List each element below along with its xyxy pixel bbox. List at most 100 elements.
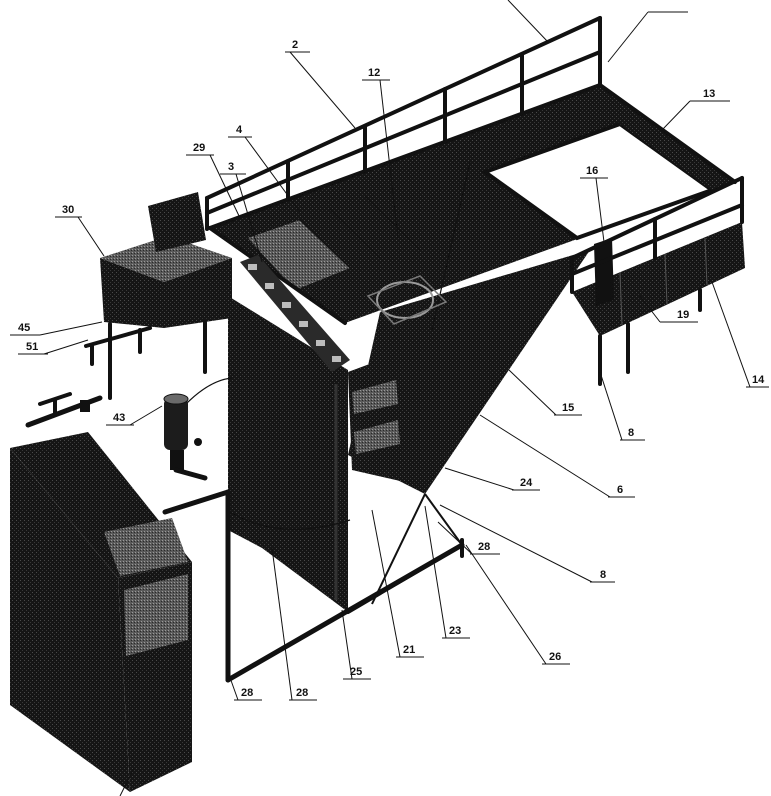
leader-line [599, 371, 623, 441]
callout-label: 45 [18, 322, 30, 334]
callout-3: 3 [220, 161, 263, 263]
dosing-box-top [100, 236, 232, 282]
callout-label: 23 [449, 625, 461, 637]
ladder-rung [248, 264, 257, 270]
callout-15: 15 [508, 369, 582, 416]
callout-label: 8 [600, 569, 606, 581]
leader-line [424, 505, 447, 639]
callout-label: 2 [292, 39, 298, 51]
valve-handle [38, 392, 72, 406]
leader-line [43, 339, 89, 355]
inlet-frame [366, 275, 448, 325]
callout-51: 51 [18, 339, 89, 355]
leader-line [479, 414, 611, 498]
leader-line [271, 547, 293, 701]
callout-2: 2 [285, 39, 356, 129]
leader-line [341, 609, 353, 680]
leader-line [595, 177, 605, 243]
callout-label: 13 [703, 88, 715, 100]
valve-body [80, 400, 90, 412]
pump-fitting [194, 438, 202, 446]
dosing-box-side [164, 258, 232, 328]
base-beam [346, 543, 464, 614]
callout-28-tank: 28 [271, 547, 317, 701]
callout-24: 24 [444, 467, 540, 491]
callout-4: 4 [228, 124, 301, 213]
callout-28-pipe: 28 [227, 671, 262, 701]
callout-26: 26 [465, 544, 570, 665]
callout-label: 51 [26, 341, 38, 353]
back-railing-mid [205, 50, 602, 215]
callout-label: 26 [549, 651, 561, 663]
leader-line [39, 321, 103, 336]
back-railing-top [205, 16, 602, 200]
compartment-divider [329, 208, 381, 259]
platform-edge-right [598, 83, 737, 184]
callout-43: 43 [106, 405, 163, 426]
leader-line [77, 216, 105, 257]
leader-line [607, 11, 649, 63]
platform-edge-back [208, 83, 602, 230]
leader-line [235, 173, 263, 263]
leader-line [437, 521, 473, 555]
leader-line [444, 467, 515, 491]
callout-label: 29 [193, 142, 205, 154]
compartment-divider [299, 219, 351, 269]
hopper-back-edge [431, 161, 471, 331]
discharge-chute [594, 238, 614, 306]
dosing-box-front [100, 258, 164, 328]
pump-body [164, 398, 188, 450]
platform-edge-left [208, 226, 347, 325]
side-box-panel [352, 380, 398, 414]
pump-hose [185, 377, 233, 405]
ladder-rung [332, 356, 341, 362]
compartment-panel [248, 220, 350, 290]
compartment-divider [364, 195, 421, 251]
feed-pipe [162, 489, 231, 515]
leader-line [508, 369, 557, 416]
callout-23: 23 [424, 505, 470, 639]
callout-label: 28 [241, 687, 253, 699]
walkway-grid [664, 253, 668, 305]
callout-30: 30 [55, 204, 105, 257]
callout-13: 13 [661, 88, 730, 131]
leader-line [129, 405, 163, 426]
callout-19: 19 [639, 295, 698, 323]
ladder-rung [282, 302, 291, 308]
cabinet-panel [124, 574, 188, 656]
cabinet-panel [104, 518, 188, 576]
side-box [348, 352, 422, 486]
callout-12: 12 [362, 67, 399, 239]
central-tank [228, 296, 348, 612]
right-railing-top [570, 176, 744, 260]
hopper-brace [424, 493, 463, 546]
callout-8-upper: 8 [599, 371, 645, 441]
callout-label: 4 [236, 124, 243, 136]
ladder-rung [316, 340, 325, 346]
callout-label: 8 [628, 427, 634, 439]
leader-line [507, 0, 549, 43]
pump-outlet [173, 467, 208, 481]
callout-21: 21 [371, 509, 424, 658]
leader-line [639, 295, 661, 323]
leader-line [465, 544, 547, 665]
leader-line [244, 136, 301, 213]
motor [148, 192, 206, 252]
hopper-brace [371, 493, 426, 605]
walkway-grid [704, 237, 708, 286]
leader-line [289, 51, 356, 129]
callout-label: 21 [403, 644, 415, 656]
pump-cap [163, 393, 189, 405]
callout-25: 25 [341, 609, 371, 680]
callout-29: 29 [186, 142, 241, 219]
callout-16: 16 [580, 165, 608, 243]
callout-label: 6 [617, 484, 623, 496]
callout-45: 45 [10, 321, 103, 336]
callout-28-hopper: 28 [437, 521, 500, 555]
leader-line [661, 100, 691, 131]
right-walkway [572, 222, 745, 336]
callout-8-lower: 8 [439, 504, 615, 583]
ladder-rung [265, 283, 274, 289]
callout-label: 3 [228, 161, 234, 173]
